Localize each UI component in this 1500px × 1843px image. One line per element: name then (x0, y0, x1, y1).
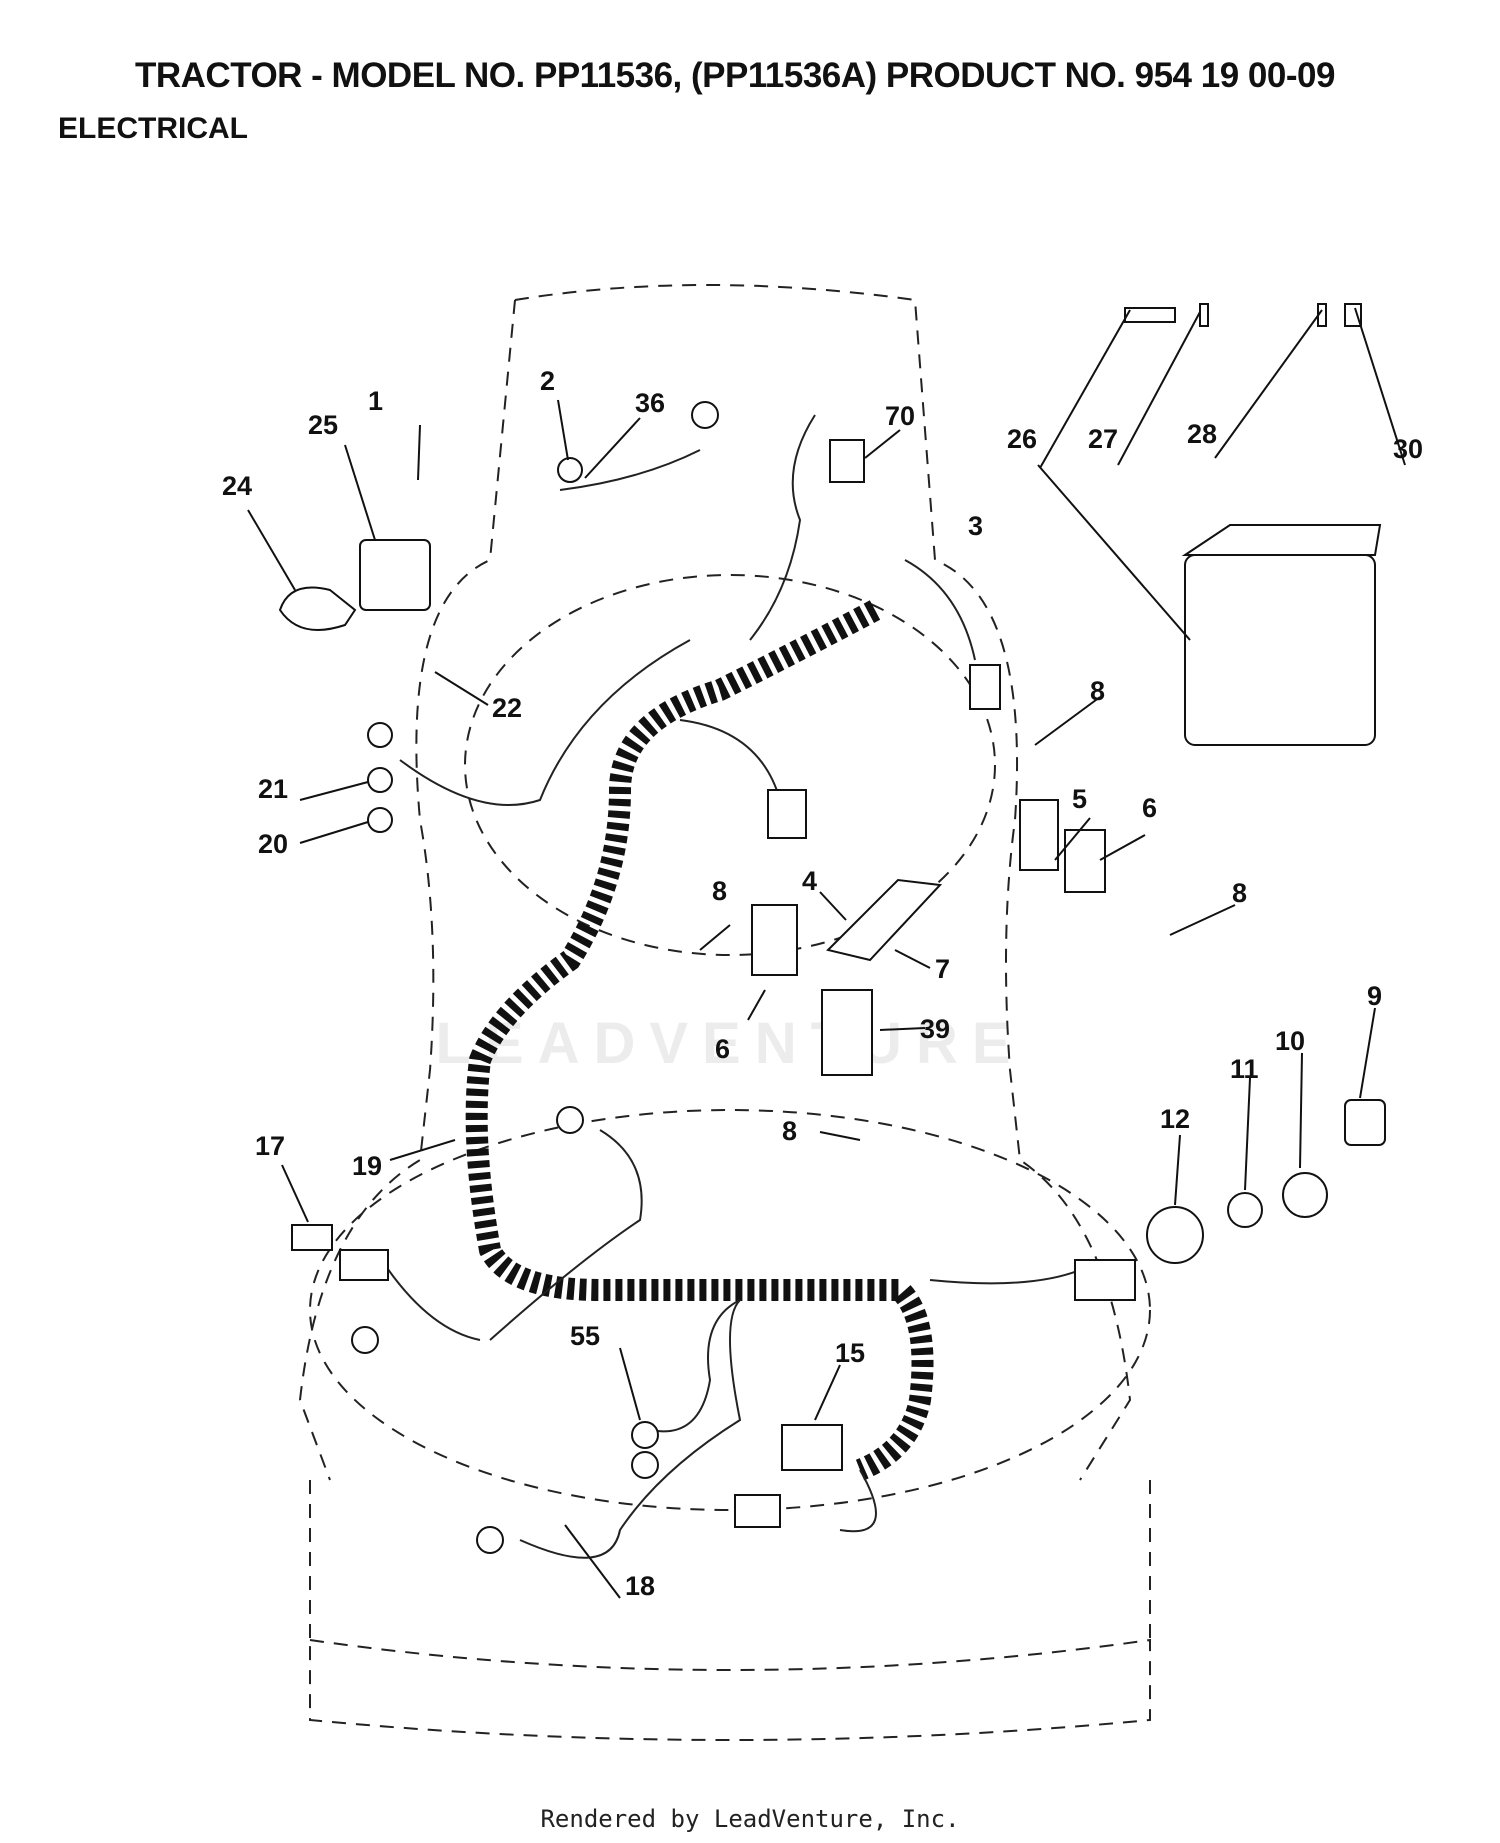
ring-terminal-solenoid (367, 722, 393, 748)
callout-6-right: 6 (1142, 793, 1157, 823)
wire-top-left (559, 449, 701, 491)
body-deck-outline (309, 1109, 1151, 1511)
callout-15: 15 (835, 1338, 865, 1368)
callout-12: 12 (1160, 1104, 1190, 1134)
callout-3: 3 (968, 511, 983, 541)
ignition-switch-12 (1146, 1206, 1204, 1264)
nut-20 (367, 807, 393, 833)
coiled-harness (465, 600, 934, 1481)
callout-39: 39 (920, 1014, 950, 1044)
wire-ground-left (489, 1129, 643, 1341)
callout-30: 30 (1393, 434, 1423, 464)
callout-22: 22 (492, 693, 522, 723)
callout-28: 28 (1187, 419, 1217, 449)
wire-ignition (929, 1269, 1081, 1285)
callout-8-upper-right: 8 (1090, 676, 1105, 706)
ring-terminal-left (351, 1326, 379, 1354)
connector-upper-right (969, 664, 1001, 710)
callout-26: 26 (1007, 424, 1037, 454)
callout-18: 18 (625, 1571, 655, 1601)
wire-fuse (384, 1264, 481, 1341)
bracket-5 (1019, 799, 1059, 871)
wire-upper-connector (904, 559, 976, 661)
callout-55: 55 (570, 1321, 600, 1351)
bracket-4-7 (826, 878, 943, 962)
callout-24: 24 (222, 471, 252, 501)
callout-6-left: 6 (715, 1034, 730, 1064)
nut-30 (1344, 303, 1362, 327)
wire-center-connector (679, 719, 781, 801)
callout-70: 70 (885, 401, 915, 431)
wire-solenoid (399, 639, 691, 806)
interlock-switch-6-left (751, 904, 798, 976)
solenoid (359, 539, 431, 611)
fuse-17 (291, 1224, 333, 1251)
fuse-holder (339, 1249, 389, 1281)
callout-8-lower: 8 (782, 1116, 797, 1146)
callout-19: 19 (352, 1151, 382, 1181)
seat-connector (734, 1494, 781, 1528)
callout-36: 36 (635, 388, 665, 418)
callout-10: 10 (1275, 1026, 1305, 1056)
wire-ground-55 (649, 1299, 741, 1433)
callout-11: 11 (1230, 1054, 1259, 1084)
ring-terminal-18 (631, 1451, 659, 1479)
seat-switch-15 (781, 1424, 843, 1471)
washer-21 (367, 767, 393, 793)
bezel-10 (1282, 1172, 1328, 1218)
page-title: TRACTOR - MODEL NO. PP11536, (PP11536A) … (135, 56, 1335, 95)
callout-17: 17 (255, 1131, 285, 1161)
leader-lines (247, 307, 1406, 1599)
hood-left-outline (298, 299, 516, 1481)
watermark-text: LEADVENTURE (435, 1011, 1025, 1076)
callout-25: 25 (308, 410, 338, 440)
wire-ground-bottom (519, 1299, 742, 1559)
callout-5: 5 (1072, 784, 1087, 814)
callout-20: 20 (258, 829, 288, 859)
callout-8-center: 8 (712, 876, 727, 906)
callout-9: 9 (1367, 981, 1382, 1011)
washer-27 (1199, 303, 1209, 327)
frame-side-outline (309, 1480, 1151, 1640)
ignition-plug (1074, 1259, 1136, 1301)
ring-terminal-bottom (476, 1526, 504, 1554)
callout-4: 4 (802, 866, 817, 896)
render-credit: Rendered by LeadVenture, Inc. (540, 1805, 960, 1833)
bolt-26 (1124, 307, 1176, 323)
ring-terminal-55 (631, 1421, 659, 1449)
ring-terminal-mid (556, 1106, 584, 1134)
callout-2: 2 (540, 366, 555, 396)
connector-70 (829, 439, 865, 483)
bracket-39 (821, 989, 873, 1076)
connector-center (767, 789, 807, 839)
battery-top (1181, 524, 1382, 556)
seat-deck-outline (464, 574, 996, 956)
callout-1: 1 (368, 386, 383, 416)
battery (1184, 554, 1376, 746)
ring-terminal-top (691, 401, 719, 429)
key-9 (1344, 1099, 1386, 1146)
callout-27: 27 (1088, 424, 1118, 454)
callout-21: 21 (258, 774, 288, 804)
nut-11 (1227, 1192, 1263, 1228)
section-subtitle: ELECTRICAL (58, 112, 248, 145)
hood-outline (514, 284, 1132, 1481)
wire-seat-switch (839, 1469, 877, 1533)
callout-7: 7 (935, 954, 950, 984)
callout-8-right: 8 (1232, 878, 1247, 908)
frame-bottom-outline (309, 1638, 1151, 1741)
ground-ring-2 (557, 457, 583, 483)
terminal-boot (278, 586, 357, 631)
wire-harness-top (749, 414, 816, 641)
